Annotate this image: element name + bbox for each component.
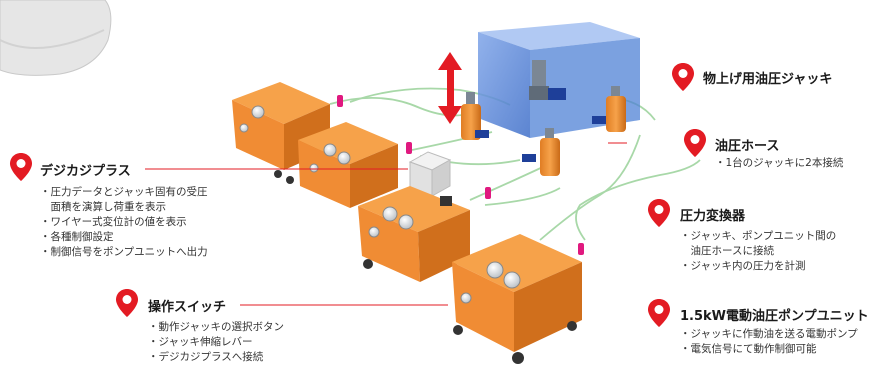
callout-line: ・各種制御設定 (40, 231, 114, 243)
callout-converter-title: 圧力変換器 (680, 209, 746, 224)
callout-digikaji-lines: ・圧力データとジャッキ固有の受圧 面積を演算し荷重を表示 ・ワイヤー式変位計の値… (40, 185, 208, 260)
callout-line: ・動作ジャッキの選択ボタン (148, 321, 284, 333)
location-pin-icon (672, 63, 694, 91)
callout-switch-lines: ・動作ジャッキの選択ボタン ・ジャッキ伸縮レバー ・デジカジプラスへ接続 (148, 320, 284, 365)
callout-hose-title: 油圧ホース (715, 139, 780, 154)
callout-line: 油圧ホースに接続 (680, 245, 774, 257)
callout-line: ・1台のジャッキに2本接続 (715, 157, 844, 169)
lift-arrow (438, 52, 462, 124)
callout-line: ・デジカジプラスへ接続 (148, 351, 264, 363)
location-pin-icon (10, 153, 32, 181)
callout-jack-title: 物上げ用油圧ジャッキ (703, 72, 833, 87)
pressure-transducers (337, 95, 584, 255)
digikaji-box (408, 151, 452, 197)
pump-unit (232, 82, 330, 178)
jacks (461, 86, 626, 176)
location-pin-icon (648, 299, 670, 327)
pump-units (232, 82, 582, 364)
callout-line: ・電気信号にて動作制御可能 (680, 343, 817, 355)
location-pin-icon (116, 289, 138, 317)
location-pin-icon (648, 199, 670, 227)
pump-unit (358, 186, 502, 282)
callout-line: ・圧力データとジャッキ固有の受圧 (40, 186, 208, 198)
pump-unit (286, 122, 398, 208)
callout-line: ・ジャッキ内の圧力を計測 (680, 260, 806, 272)
callout-line: ・制御信号をポンプユニットへ出力 (40, 246, 208, 258)
callout-pump-title: 1.5kW電動油圧ポンプユニット (680, 309, 869, 324)
callout-converter-lines: ・ジャッキ、ポンプユニット間の 油圧ホースに接続 ・ジャッキ内の圧力を計測 (680, 229, 836, 274)
pump-unit (452, 234, 582, 364)
callout-switch-title: 操作スイッチ (148, 300, 227, 315)
callout-line: ・ジャッキに作動油を送る電動ポンプ (680, 328, 858, 340)
callout-line: 面積を演算し荷重を表示 (40, 201, 166, 213)
leader-lines (145, 142, 627, 306)
callout-line: ・ジャッキ伸縮レバー (148, 336, 253, 348)
callout-pump-lines: ・ジャッキに作動油を送る電動ポンプ ・電気信号にて動作制御可能 (680, 327, 858, 357)
callout-digikaji-title: デジカジプラス (40, 164, 131, 179)
corner-object (0, 0, 112, 76)
callout-line: ・ワイヤー式変位計の値を表示 (40, 216, 187, 228)
location-pin-icon (684, 129, 706, 157)
callout-line: ・ジャッキ、ポンプユニット間の (680, 230, 837, 242)
callout-hose-lines: ・1台のジャッキに2本接続 (715, 156, 843, 171)
